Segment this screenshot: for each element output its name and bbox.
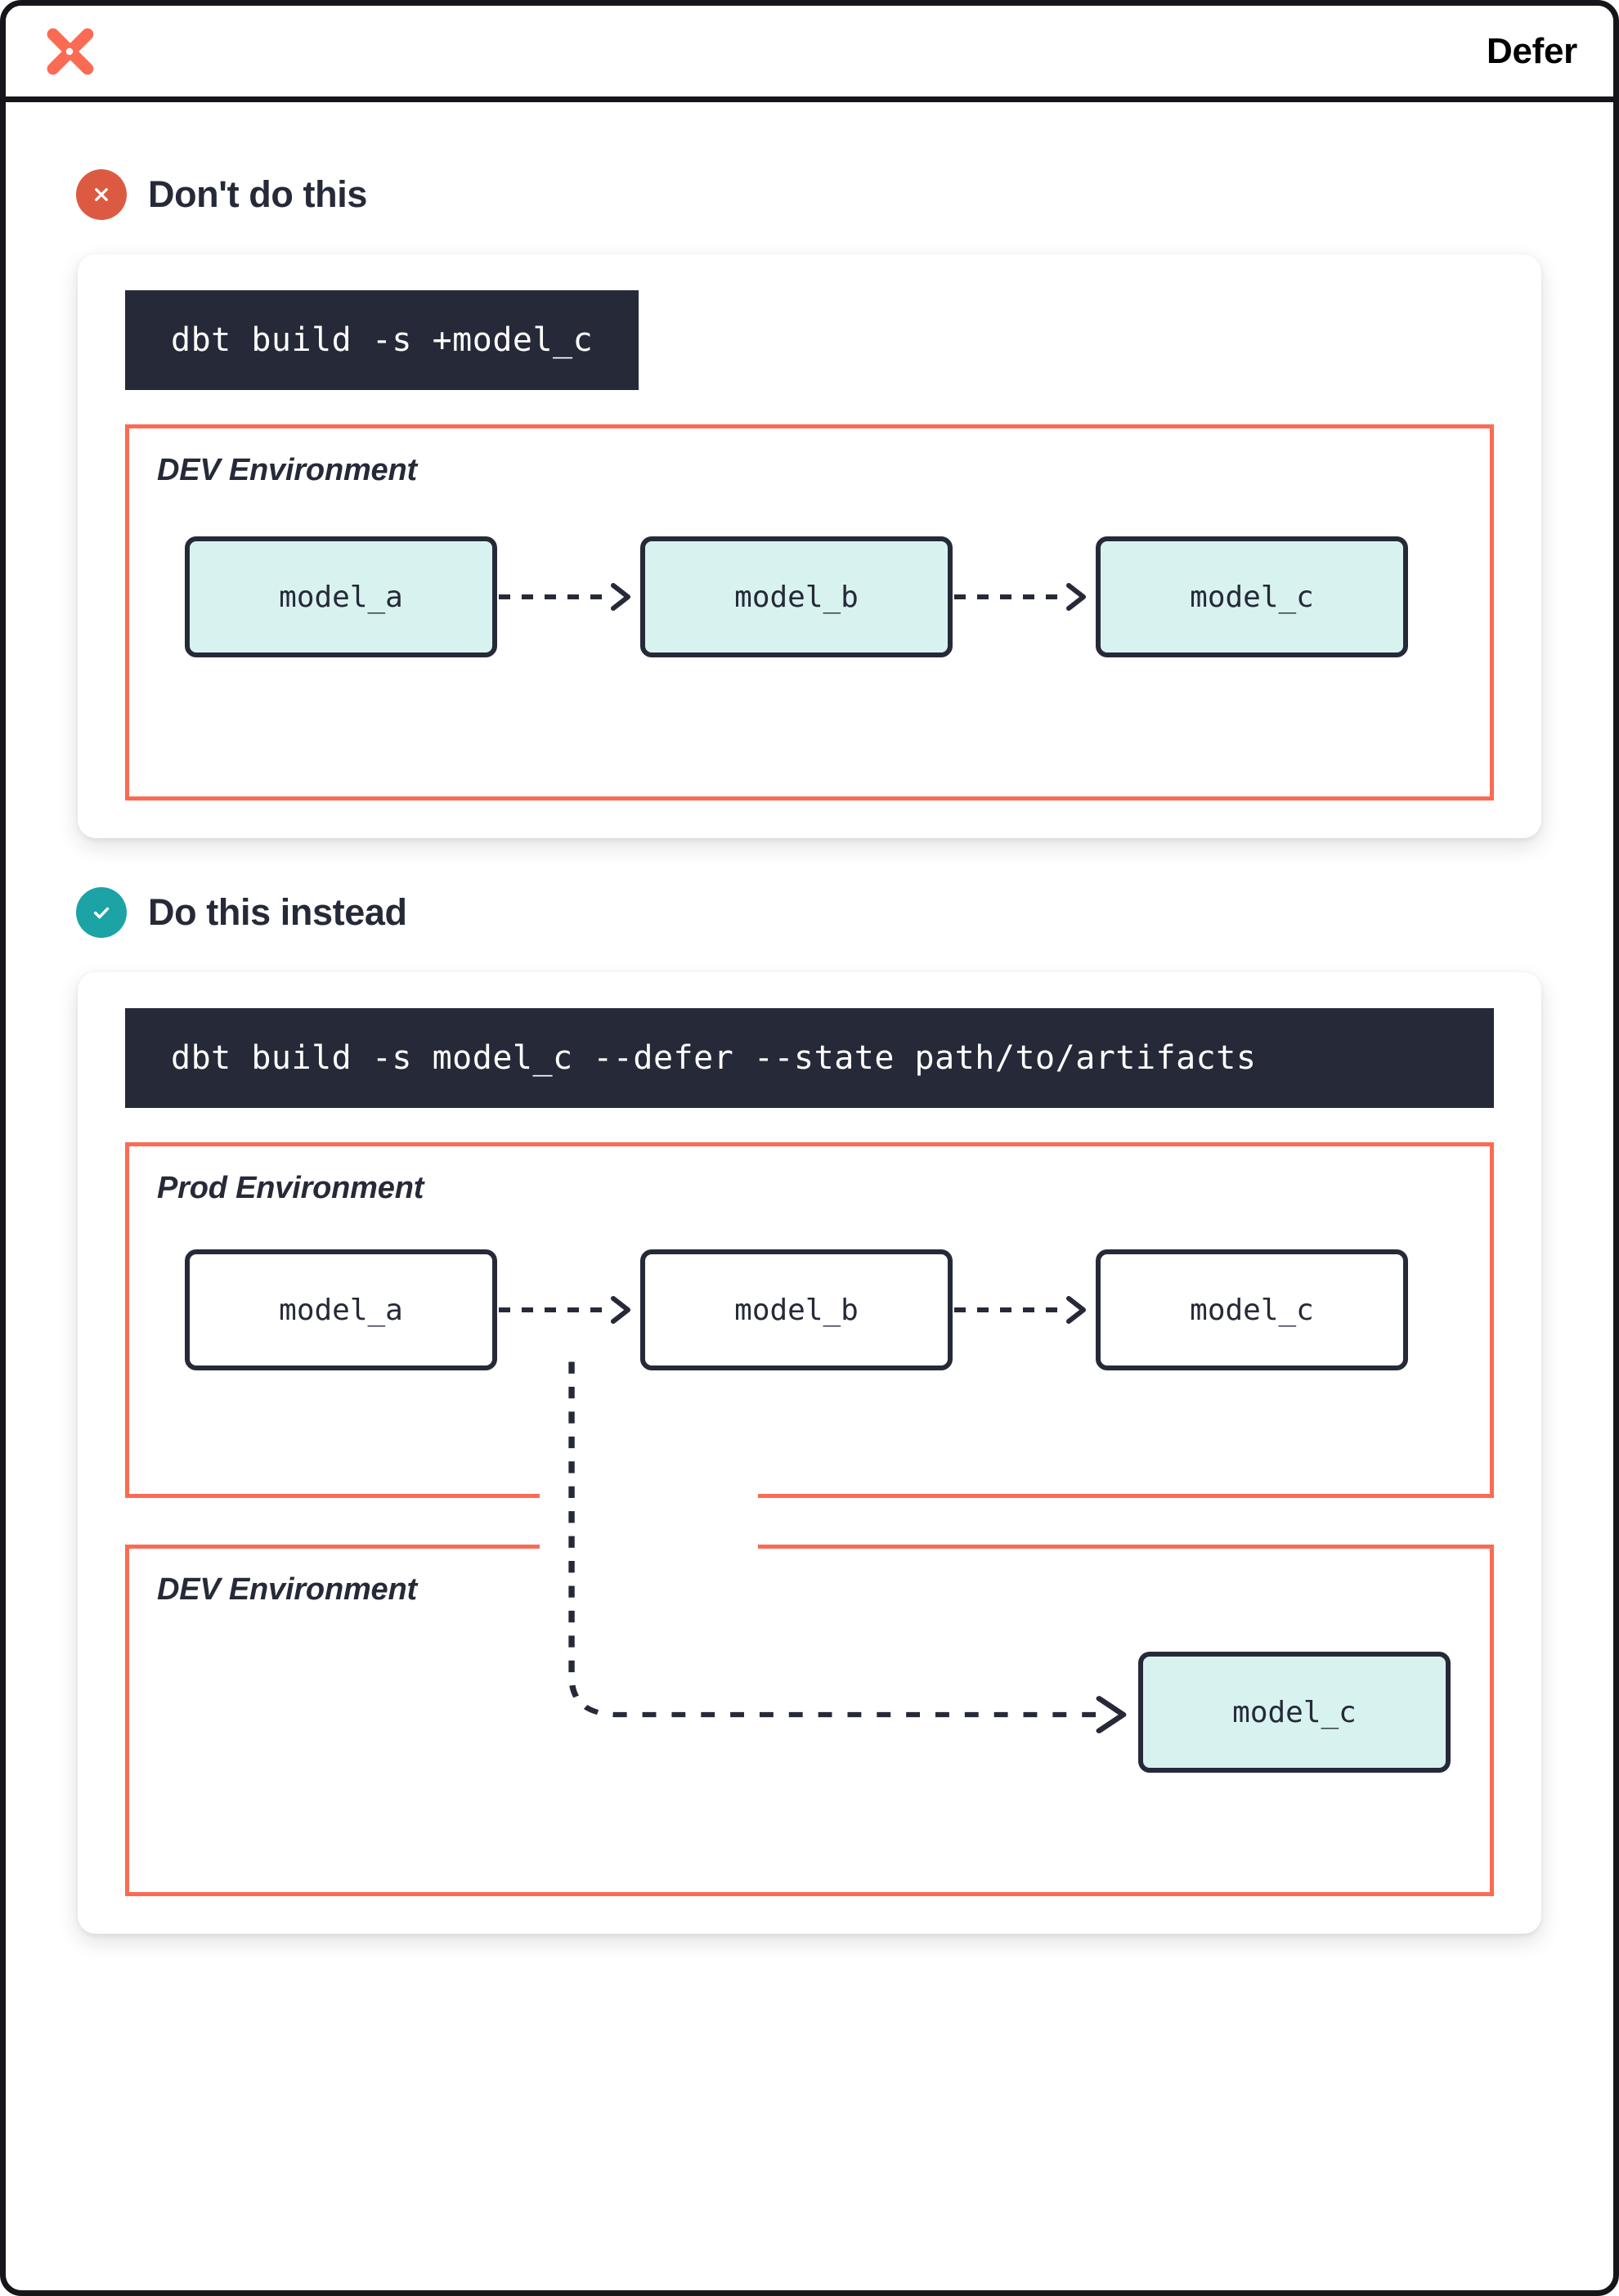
border-segment-right bbox=[758, 1494, 1494, 1498]
section-do-this-instead: Do this instead dbt build -s model_c --d… bbox=[45, 887, 1574, 1934]
environment-box-dev-2: DEV Environment model_c bbox=[125, 1545, 1494, 1896]
command-snippet-1: dbt build -s +model_c bbox=[125, 290, 639, 390]
edge-arrow-b-to-c bbox=[953, 582, 1096, 612]
model-node-label: model_b bbox=[734, 1293, 859, 1327]
app-header: Defer bbox=[6, 6, 1613, 102]
model-node-model-c[interactable]: model_c bbox=[1096, 1249, 1408, 1370]
lineage-row-prod: model_a model_b bbox=[185, 1224, 1490, 1396]
section-heading-label: Don't do this bbox=[148, 173, 367, 215]
page-title: Defer bbox=[1487, 30, 1577, 71]
check-circle-icon bbox=[76, 887, 127, 938]
environment-box-dev-1: DEV Environment model_a mode bbox=[125, 424, 1494, 800]
section-heading-do: Do this instead bbox=[76, 887, 1574, 938]
section-heading-dont: Don't do this bbox=[76, 169, 1574, 220]
environment-gap bbox=[125, 1494, 1494, 1545]
model-node-label: model_c bbox=[1190, 1293, 1314, 1327]
border-segment-left bbox=[125, 1494, 540, 1498]
environment-stack: Prod Environment model_a bbox=[125, 1142, 1494, 1896]
environment-label: DEV Environment bbox=[157, 1572, 417, 1607]
edge-arrow-a-to-b bbox=[497, 1295, 640, 1325]
section-heading-label: Do this instead bbox=[148, 891, 407, 933]
model-node-model-b[interactable]: model_b bbox=[640, 1249, 953, 1370]
model-node-model-c[interactable]: model_c bbox=[1096, 536, 1408, 657]
border-segment-left bbox=[125, 1545, 540, 1549]
card-dont-do-this: dbt build -s +model_c DEV Environment mo… bbox=[78, 254, 1541, 838]
edge-arrow-b-to-c bbox=[953, 1295, 1096, 1325]
environment-label: DEV Environment bbox=[157, 453, 417, 487]
lineage-row-dev: model_c bbox=[129, 1652, 1490, 1773]
environment-box-prod: Prod Environment model_a bbox=[125, 1142, 1494, 1494]
environment-label: Prod Environment bbox=[157, 1171, 424, 1205]
section-dont-do-this: Don't do this dbt build -s +model_c DEV … bbox=[45, 169, 1574, 838]
model-node-label: model_a bbox=[279, 1293, 403, 1327]
model-node-label: model_b bbox=[734, 580, 859, 614]
lineage-row-1: model_a model_b bbox=[185, 511, 1490, 683]
page-body: Don't do this dbt build -s +model_c DEV … bbox=[6, 102, 1613, 1966]
command-snippet-2: dbt build -s model_c --defer --state pat… bbox=[125, 1008, 1494, 1108]
model-node-model-c-dev[interactable]: model_c bbox=[1138, 1652, 1451, 1773]
model-node-label: model_c bbox=[1232, 1695, 1357, 1729]
x-circle-icon bbox=[76, 169, 127, 220]
edge-arrow-a-to-b bbox=[497, 582, 640, 612]
border-segment-right bbox=[758, 1545, 1494, 1549]
model-node-model-a[interactable]: model_a bbox=[185, 1249, 497, 1370]
card-do-this-instead: dbt build -s model_c --defer --state pat… bbox=[78, 972, 1541, 1934]
model-node-label: model_c bbox=[1190, 580, 1314, 614]
model-node-label: model_a bbox=[279, 580, 403, 614]
dbt-logo-icon bbox=[45, 25, 94, 78]
model-node-model-a[interactable]: model_a bbox=[185, 536, 497, 657]
model-node-model-b[interactable]: model_b bbox=[640, 536, 953, 657]
